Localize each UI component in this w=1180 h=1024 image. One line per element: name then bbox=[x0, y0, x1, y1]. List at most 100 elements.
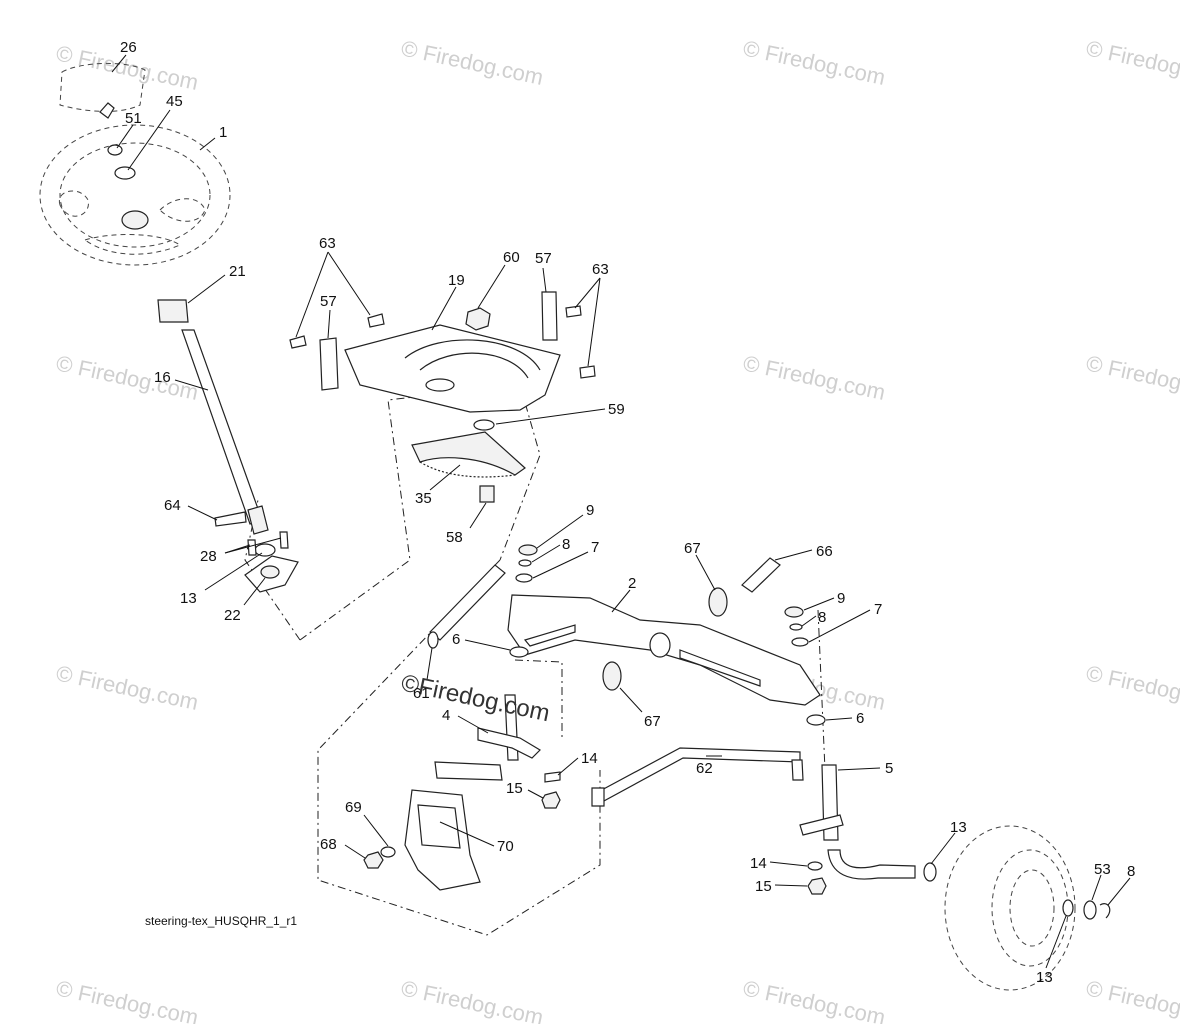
sector-gear-teeth bbox=[419, 461, 516, 478]
callout-8: 8 bbox=[562, 536, 570, 553]
wheel-tire bbox=[944, 825, 1076, 991]
leader-14a bbox=[557, 757, 579, 776]
boundary-spindle-right bbox=[817, 609, 826, 771]
callout-58: 58 bbox=[446, 529, 463, 546]
steering-bracket bbox=[289, 291, 596, 413]
watermark-layer: © Firedog.com © Firedog.com © Firedog.co… bbox=[54, 35, 1180, 1024]
axle-hardware bbox=[509, 544, 826, 726]
watermark: © Firedog.com bbox=[741, 350, 888, 405]
callout-4: 4 bbox=[442, 707, 450, 724]
callout-2: 2 bbox=[628, 575, 636, 592]
leader-57b bbox=[542, 267, 547, 293]
steering-clip bbox=[214, 511, 247, 527]
spindle-right-lower-washer bbox=[807, 861, 823, 871]
spindle-right bbox=[799, 764, 937, 895]
steering-wheel-spoke-left bbox=[58, 190, 89, 217]
leader-63d bbox=[587, 277, 601, 367]
bracket-bolt-4 bbox=[579, 365, 596, 379]
callout-13: 13 bbox=[1036, 969, 1053, 986]
boundary-lower bbox=[317, 559, 601, 936]
spindle-right-arm bbox=[799, 814, 844, 836]
bushing-upper bbox=[708, 587, 728, 617]
washer-left-bottom bbox=[509, 646, 529, 658]
callout-60: 60 bbox=[503, 249, 520, 266]
leader-26 bbox=[111, 54, 127, 73]
callout-7: 7 bbox=[591, 539, 599, 556]
callout-66: 66 bbox=[816, 543, 833, 560]
callout-68: 68 bbox=[320, 836, 337, 853]
bracket-bolt-2 bbox=[367, 313, 385, 328]
leader-19 bbox=[431, 286, 457, 331]
leader-13a bbox=[204, 552, 263, 591]
spindle-left-nut bbox=[541, 791, 561, 809]
bracket-slot bbox=[425, 378, 455, 392]
cap-right bbox=[784, 606, 804, 618]
callout-51: 51 bbox=[125, 110, 142, 127]
spindle-left-axle bbox=[434, 761, 503, 781]
tie-rod bbox=[591, 747, 804, 807]
spindle-left-arm bbox=[477, 727, 541, 759]
lower-plate bbox=[363, 789, 481, 891]
leader-67b bbox=[619, 687, 643, 713]
leader-21 bbox=[187, 274, 226, 304]
watermark: © Firedog.com bbox=[1084, 975, 1180, 1024]
wheel-rim-inner bbox=[1009, 869, 1055, 947]
callout-8: 8 bbox=[1127, 863, 1135, 880]
wheel-washer-outer bbox=[1083, 900, 1097, 920]
sector-gear-plate bbox=[411, 431, 526, 476]
steering-cap bbox=[59, 63, 146, 119]
leader-9b bbox=[803, 597, 835, 611]
callout-5: 5 bbox=[885, 760, 893, 777]
bracket-plate-left bbox=[319, 337, 339, 391]
wheel-washer bbox=[1062, 899, 1074, 917]
axle-slot-left bbox=[523, 624, 576, 647]
leader-63b bbox=[327, 251, 371, 316]
leader-45 bbox=[127, 109, 171, 171]
leader-16 bbox=[174, 379, 209, 391]
watermark: © Firedog.com bbox=[54, 350, 201, 405]
steering-cap-outline bbox=[59, 63, 146, 112]
watermark: © Firedog.com bbox=[54, 660, 201, 715]
flange-bearing bbox=[260, 565, 280, 579]
lower-plate-nut bbox=[363, 851, 384, 869]
callout-63: 63 bbox=[592, 261, 609, 278]
leader-59 bbox=[495, 408, 606, 425]
leader-63c bbox=[574, 277, 601, 309]
leader-63a bbox=[295, 251, 329, 338]
bracket-plate-right bbox=[541, 291, 558, 341]
callout-14: 14 bbox=[750, 855, 767, 872]
callout-15: 15 bbox=[755, 878, 772, 895]
leader-68 bbox=[344, 844, 366, 859]
leader-15b bbox=[774, 884, 808, 887]
leader-61 bbox=[426, 647, 433, 681]
leader-13c bbox=[1045, 915, 1067, 969]
leader-66 bbox=[774, 549, 813, 561]
flange-bolt-right bbox=[279, 531, 289, 549]
leader-8b bbox=[801, 615, 817, 627]
callout-22: 22 bbox=[224, 607, 241, 624]
callout-28: 28 bbox=[200, 548, 217, 565]
watermark: © Firedog.com bbox=[54, 975, 201, 1024]
wheel-clip bbox=[1099, 903, 1111, 919]
cap-left bbox=[518, 544, 538, 556]
leader-9a bbox=[536, 514, 584, 549]
watermark: © Firedog.com bbox=[1084, 660, 1180, 715]
leader-7a bbox=[532, 551, 589, 579]
steering-wheel bbox=[39, 124, 231, 266]
drag-link-rod bbox=[429, 564, 506, 641]
callout-1: 1 bbox=[219, 124, 227, 141]
leader-60 bbox=[477, 264, 506, 309]
callout-labels: 26 45 51 1 21 16 64 28 13 22 63 19 60 57… bbox=[120, 39, 1135, 986]
leader-15a bbox=[527, 789, 544, 799]
leader-8c bbox=[1107, 877, 1131, 906]
wheel-rim-outer bbox=[991, 849, 1069, 967]
leader-13b bbox=[930, 832, 956, 865]
callout-13: 13 bbox=[950, 819, 967, 836]
leader-7b bbox=[808, 609, 871, 643]
watermark: © Firedog.com bbox=[1084, 350, 1180, 405]
callout-67: 67 bbox=[644, 713, 661, 730]
callout-21: 21 bbox=[229, 263, 246, 280]
callout-61: 61 bbox=[413, 685, 430, 702]
leader-8a bbox=[531, 544, 561, 563]
